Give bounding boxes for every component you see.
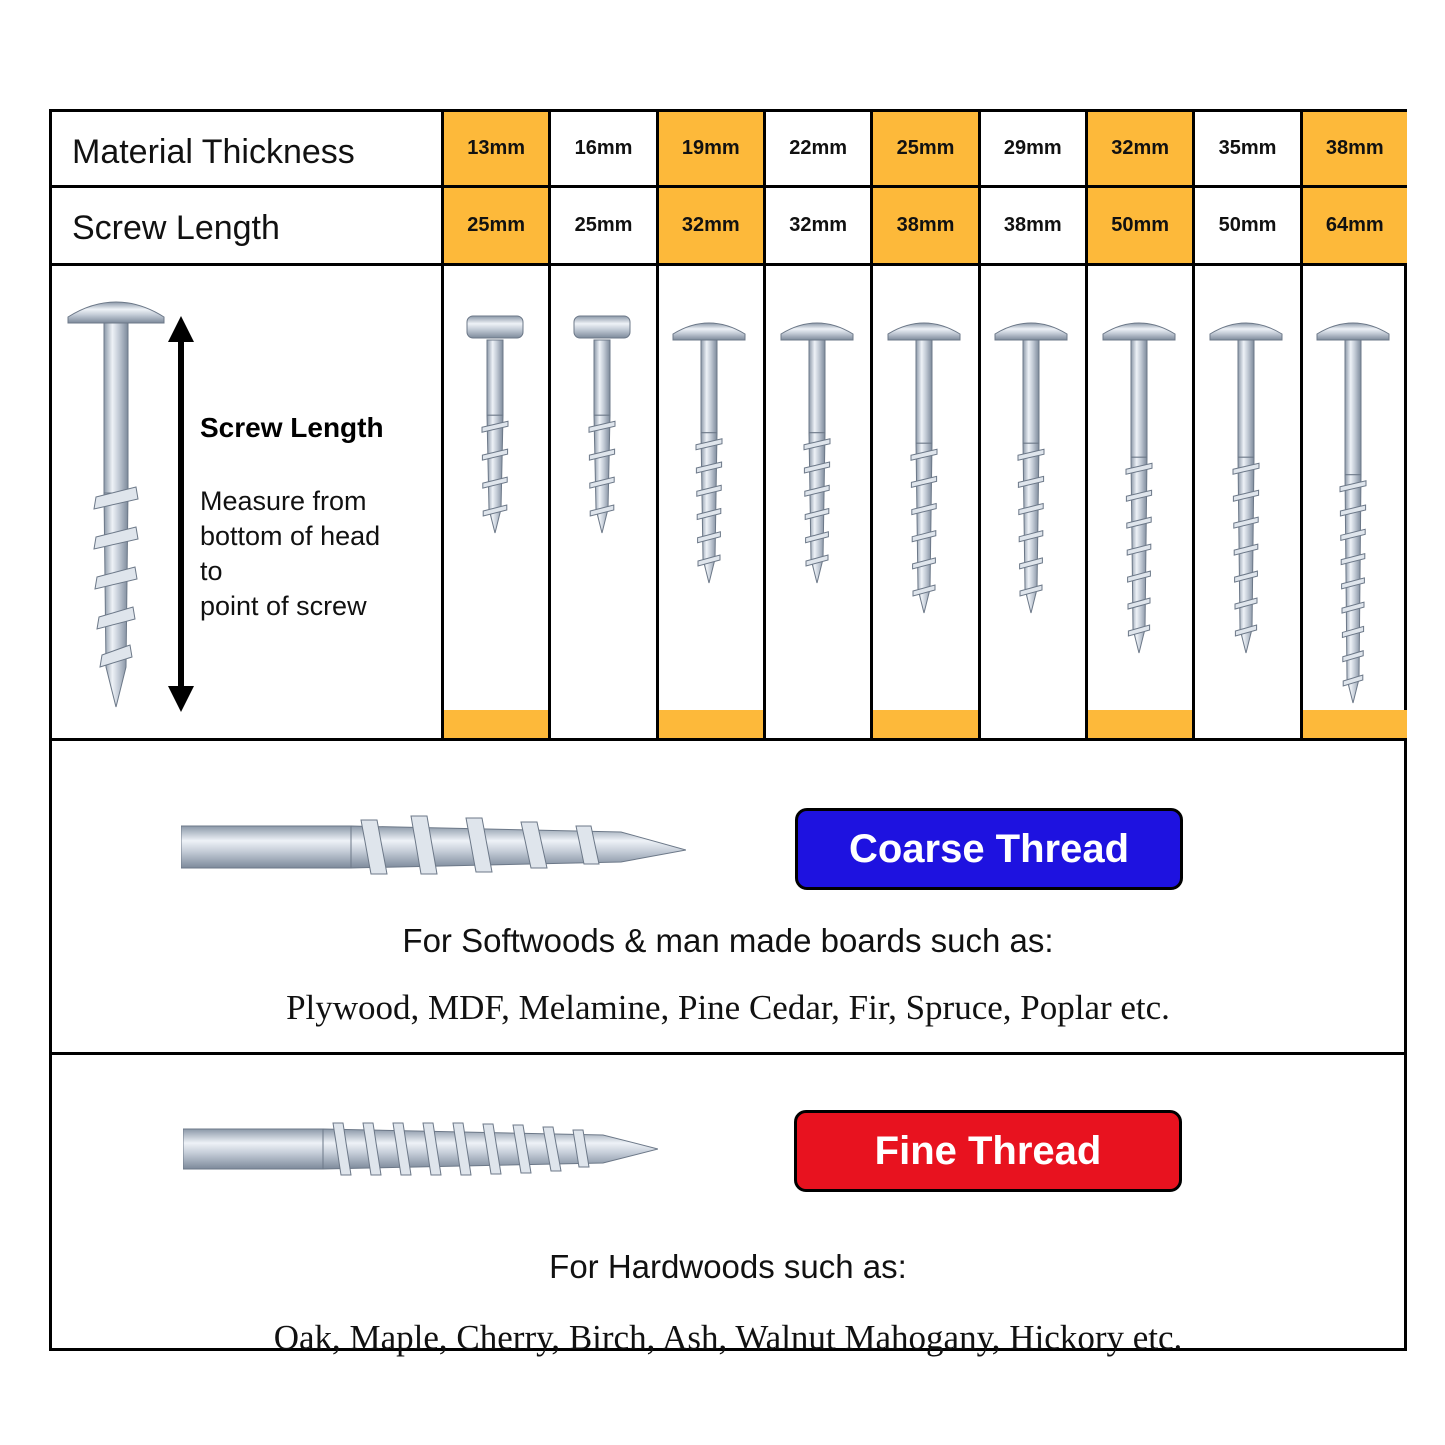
length-cell: 50mm xyxy=(1218,214,1277,236)
thickness-cell: 29mm xyxy=(1003,137,1062,159)
column-divider xyxy=(548,109,552,740)
highlight-strip xyxy=(1302,710,1407,738)
reference-screw-image xyxy=(67,301,165,708)
screw-length-description: Measure from bottom of head to point of … xyxy=(200,486,381,621)
column-divider xyxy=(1085,109,1088,740)
thickness-cell: 32mm xyxy=(1088,112,1193,185)
fine-thread-screw-image xyxy=(183,1122,658,1176)
thickness-cell: 16mm xyxy=(574,137,633,159)
length-arrow-icon xyxy=(168,316,194,712)
highlight-strip xyxy=(873,710,978,738)
highlight-strip xyxy=(444,710,549,738)
thickness-cell: 35mm xyxy=(1218,137,1277,159)
screw-length-title: Screw Length xyxy=(200,412,384,443)
coarse-heading: For Softwoods & man made boards such as: xyxy=(402,922,1054,959)
column-divider xyxy=(977,109,981,740)
thickness-cell: 25mm xyxy=(873,112,978,185)
length-cell: 38mm xyxy=(1003,214,1062,236)
screw-image xyxy=(466,315,524,534)
length-cell: 64mm xyxy=(1302,188,1407,263)
column-divider xyxy=(870,109,874,740)
screw-image xyxy=(1316,322,1390,704)
highlight-strip xyxy=(658,710,763,738)
column-divider xyxy=(763,109,766,740)
fine-thread-badge: Fine Thread xyxy=(794,1110,1182,1192)
length-cell: 50mm xyxy=(1088,188,1193,263)
coarse-thread-screw-image xyxy=(181,815,686,875)
fine-heading: For Hardwoods such as: xyxy=(549,1248,907,1285)
thickness-cell: 19mm xyxy=(658,112,763,185)
thickness-cell: 22mm xyxy=(789,137,848,159)
screw-image xyxy=(573,315,631,534)
screw-image xyxy=(1209,322,1283,654)
screw-image xyxy=(1102,322,1176,654)
fine-examples: Oak, Maple, Cherry, Birch, Ash, Walnut M… xyxy=(273,1318,1183,1357)
screw-image xyxy=(780,322,854,584)
row-divider xyxy=(49,263,1407,266)
highlight-strip xyxy=(1088,710,1193,738)
column-divider xyxy=(655,109,659,740)
length-cell: 38mm xyxy=(873,188,978,263)
length-cell: 25mm xyxy=(574,214,633,236)
screw-image xyxy=(887,322,961,614)
length-cell: 25mm xyxy=(444,188,549,263)
thickness-cell: 13mm xyxy=(444,112,549,185)
column-divider xyxy=(441,109,444,740)
screw-image xyxy=(672,322,746,584)
material-thickness-label: Material Thickness xyxy=(72,133,355,171)
length-cell: 32mm xyxy=(789,214,848,236)
row-divider xyxy=(49,185,1407,188)
section-divider xyxy=(49,1052,1407,1055)
length-cell: 32mm xyxy=(658,188,763,263)
thickness-cell: 38mm xyxy=(1302,112,1407,185)
coarse-examples: Plywood, MDF, Melamine, Pine Cedar, Fir,… xyxy=(286,988,1170,1027)
screw-image xyxy=(994,322,1068,614)
column-divider xyxy=(1192,109,1196,740)
section-divider xyxy=(49,738,1407,741)
coarse-thread-badge: Coarse Thread xyxy=(795,808,1183,890)
column-divider xyxy=(1299,109,1303,740)
screw-length-label: Screw Length xyxy=(72,209,280,247)
